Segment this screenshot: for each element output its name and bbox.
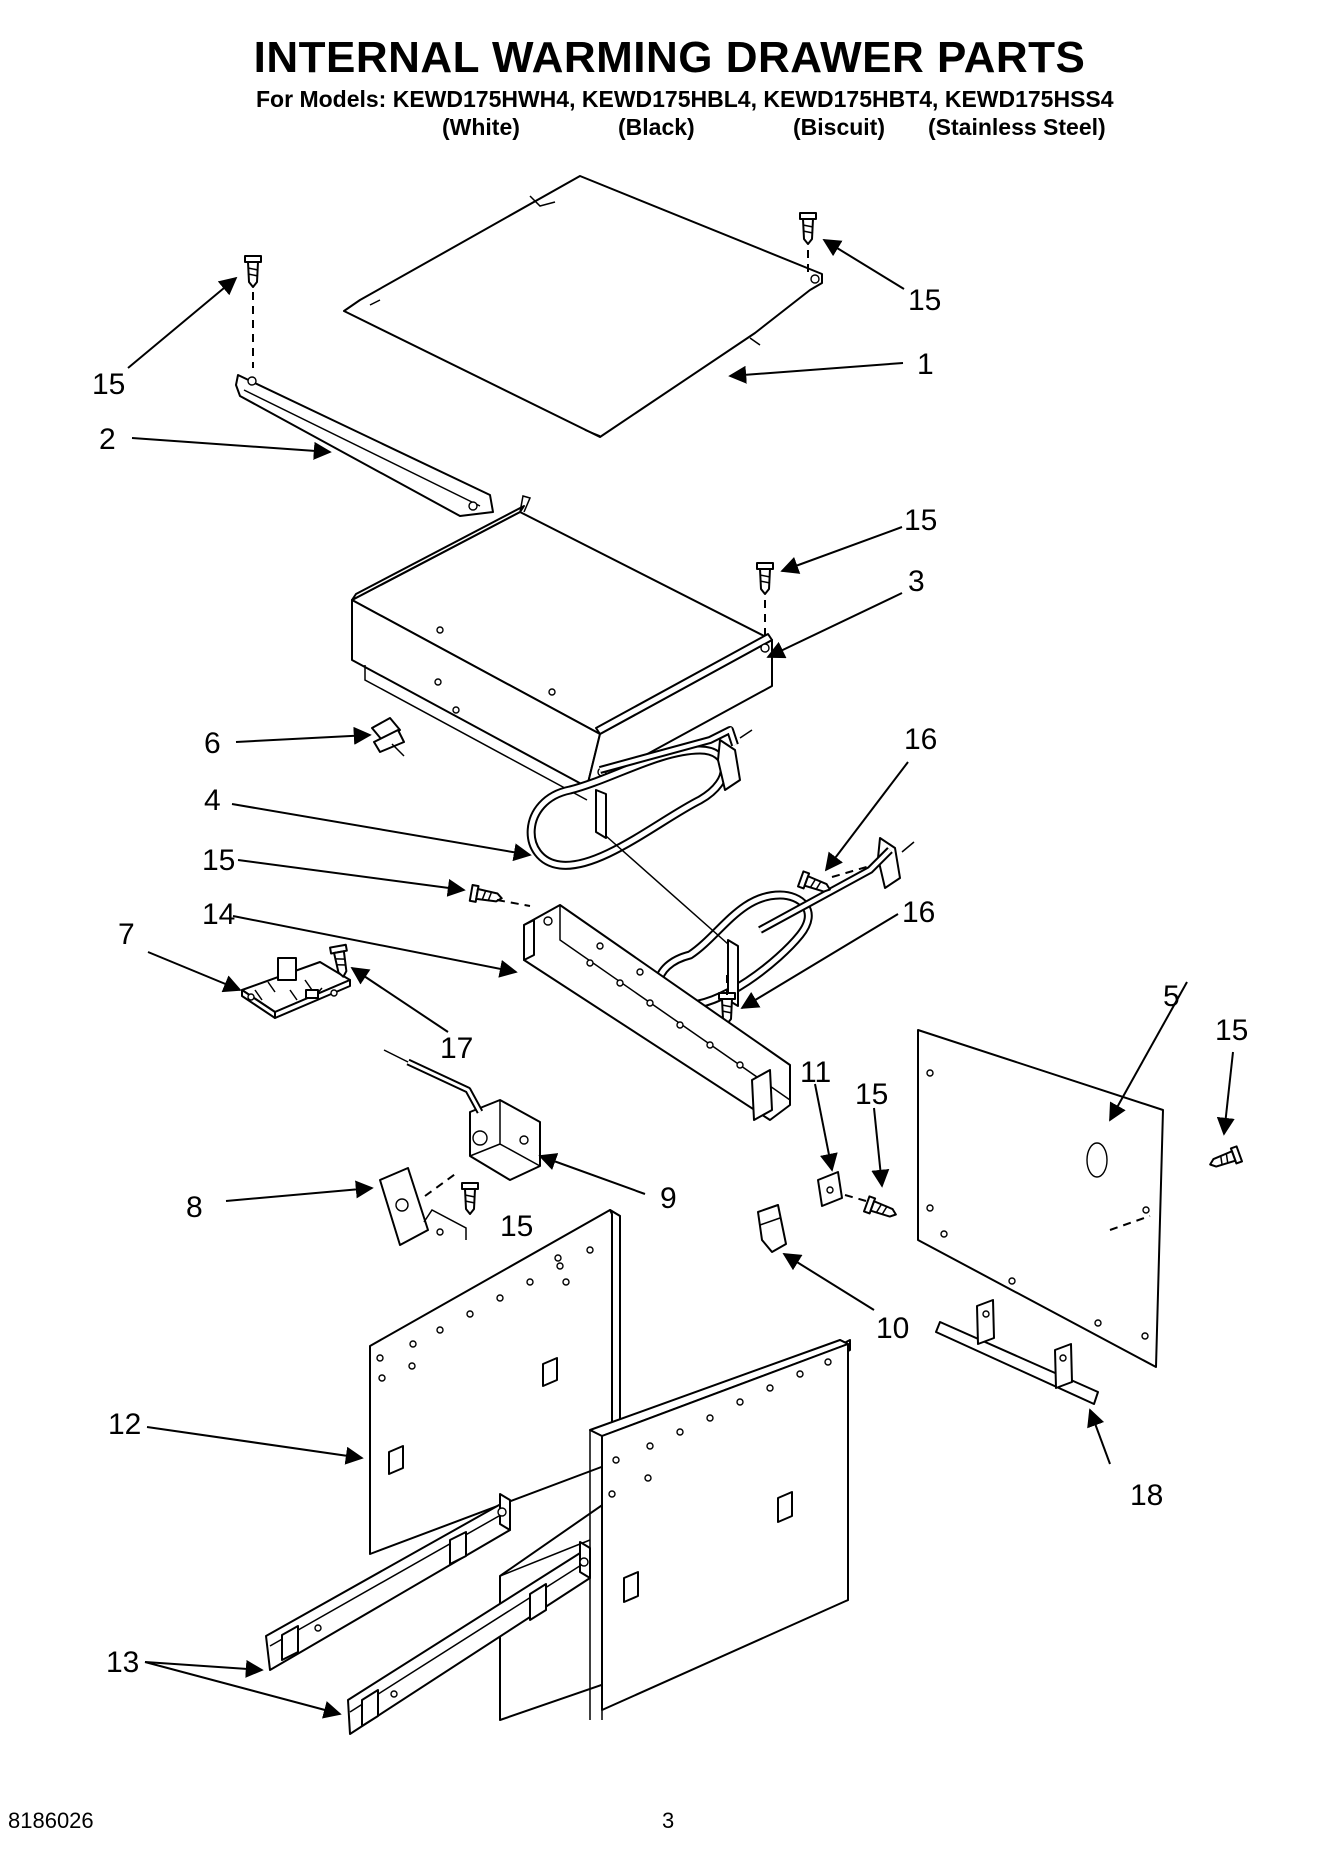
callout-1: 1: [917, 348, 934, 381]
part-4-heating-element: [526, 726, 915, 1010]
callout-15: 15: [855, 1078, 888, 1111]
callout-10: 10: [876, 1312, 909, 1345]
callout-15: 15: [202, 844, 235, 877]
page-title: INTERNAL WARMING DRAWER PARTS: [253, 33, 1086, 82]
callout-12: 12: [108, 1408, 141, 1441]
screw-15-top-right: [799, 212, 817, 245]
color-stainless-steel: (Stainless Steel): [928, 114, 1106, 140]
screw-15-tray: [756, 562, 774, 595]
callout-15: 15: [1215, 1014, 1248, 1047]
leader-lines: [127, 239, 1235, 1719]
screw-15-rear-panel: [1206, 1145, 1244, 1174]
callout-7: 7: [118, 918, 135, 951]
screw-15-clip: [862, 1195, 900, 1224]
part-13-drawer-slides: [265, 1493, 591, 1735]
callout-5: 5: [1163, 980, 1180, 1013]
callout-13: 13: [106, 1646, 139, 1679]
part-18-rear-bracket: [935, 1299, 1099, 1405]
color-biscuit: (Biscuit): [793, 114, 885, 140]
part-9-thermostat: [383, 1049, 541, 1181]
callout-18: 18: [1130, 1479, 1163, 1512]
callout-15: 15: [500, 1210, 533, 1243]
color-white: (White): [442, 114, 520, 140]
callout-15: 15: [908, 284, 941, 317]
part-10-clip: [757, 1204, 787, 1253]
callout-16: 16: [904, 723, 937, 756]
callout-labels: 15 15 1 2 15 3 6 16 4 15 14 16 7 5 15 17…: [92, 284, 1248, 1679]
part-1-cover-plate: [343, 175, 823, 438]
screw-15-top-left: [244, 255, 262, 288]
part-14-element-bracket: [523, 904, 791, 1121]
part-12-drawer-body: [369, 1209, 851, 1721]
callout-17: 17: [440, 1032, 473, 1065]
part-3-liner-tray: [351, 495, 773, 801]
callout-8: 8: [186, 1191, 203, 1224]
callout-9: 9: [660, 1182, 677, 1215]
callout-14: 14: [202, 898, 235, 931]
part-2-bracket: [235, 374, 494, 517]
screw-15-bracket-14: [468, 884, 505, 908]
callout-6: 6: [204, 727, 221, 760]
callout-15: 15: [904, 504, 937, 537]
color-black: (Black): [618, 114, 695, 140]
callout-4: 4: [204, 784, 221, 817]
models-line: For Models: KEWD175HWH4, KEWD175HBL4, KE…: [256, 86, 1114, 112]
callout-3: 3: [908, 565, 925, 598]
part-11-clip: [817, 1171, 843, 1207]
part-5-rear-panel: [917, 1029, 1164, 1368]
part-6-thermal-fuse: [371, 717, 405, 757]
part-7-control-board: [241, 957, 351, 1019]
document-number: 8186026: [8, 1808, 94, 1833]
callout-16: 16: [902, 896, 935, 929]
screw-15-thermostat: [461, 1182, 479, 1215]
callout-15: 15: [92, 368, 125, 401]
part-8-thermostat-bracket: [379, 1167, 467, 1246]
page-number: 3: [662, 1808, 675, 1833]
callout-2: 2: [99, 423, 116, 456]
callout-11: 11: [800, 1056, 831, 1089]
